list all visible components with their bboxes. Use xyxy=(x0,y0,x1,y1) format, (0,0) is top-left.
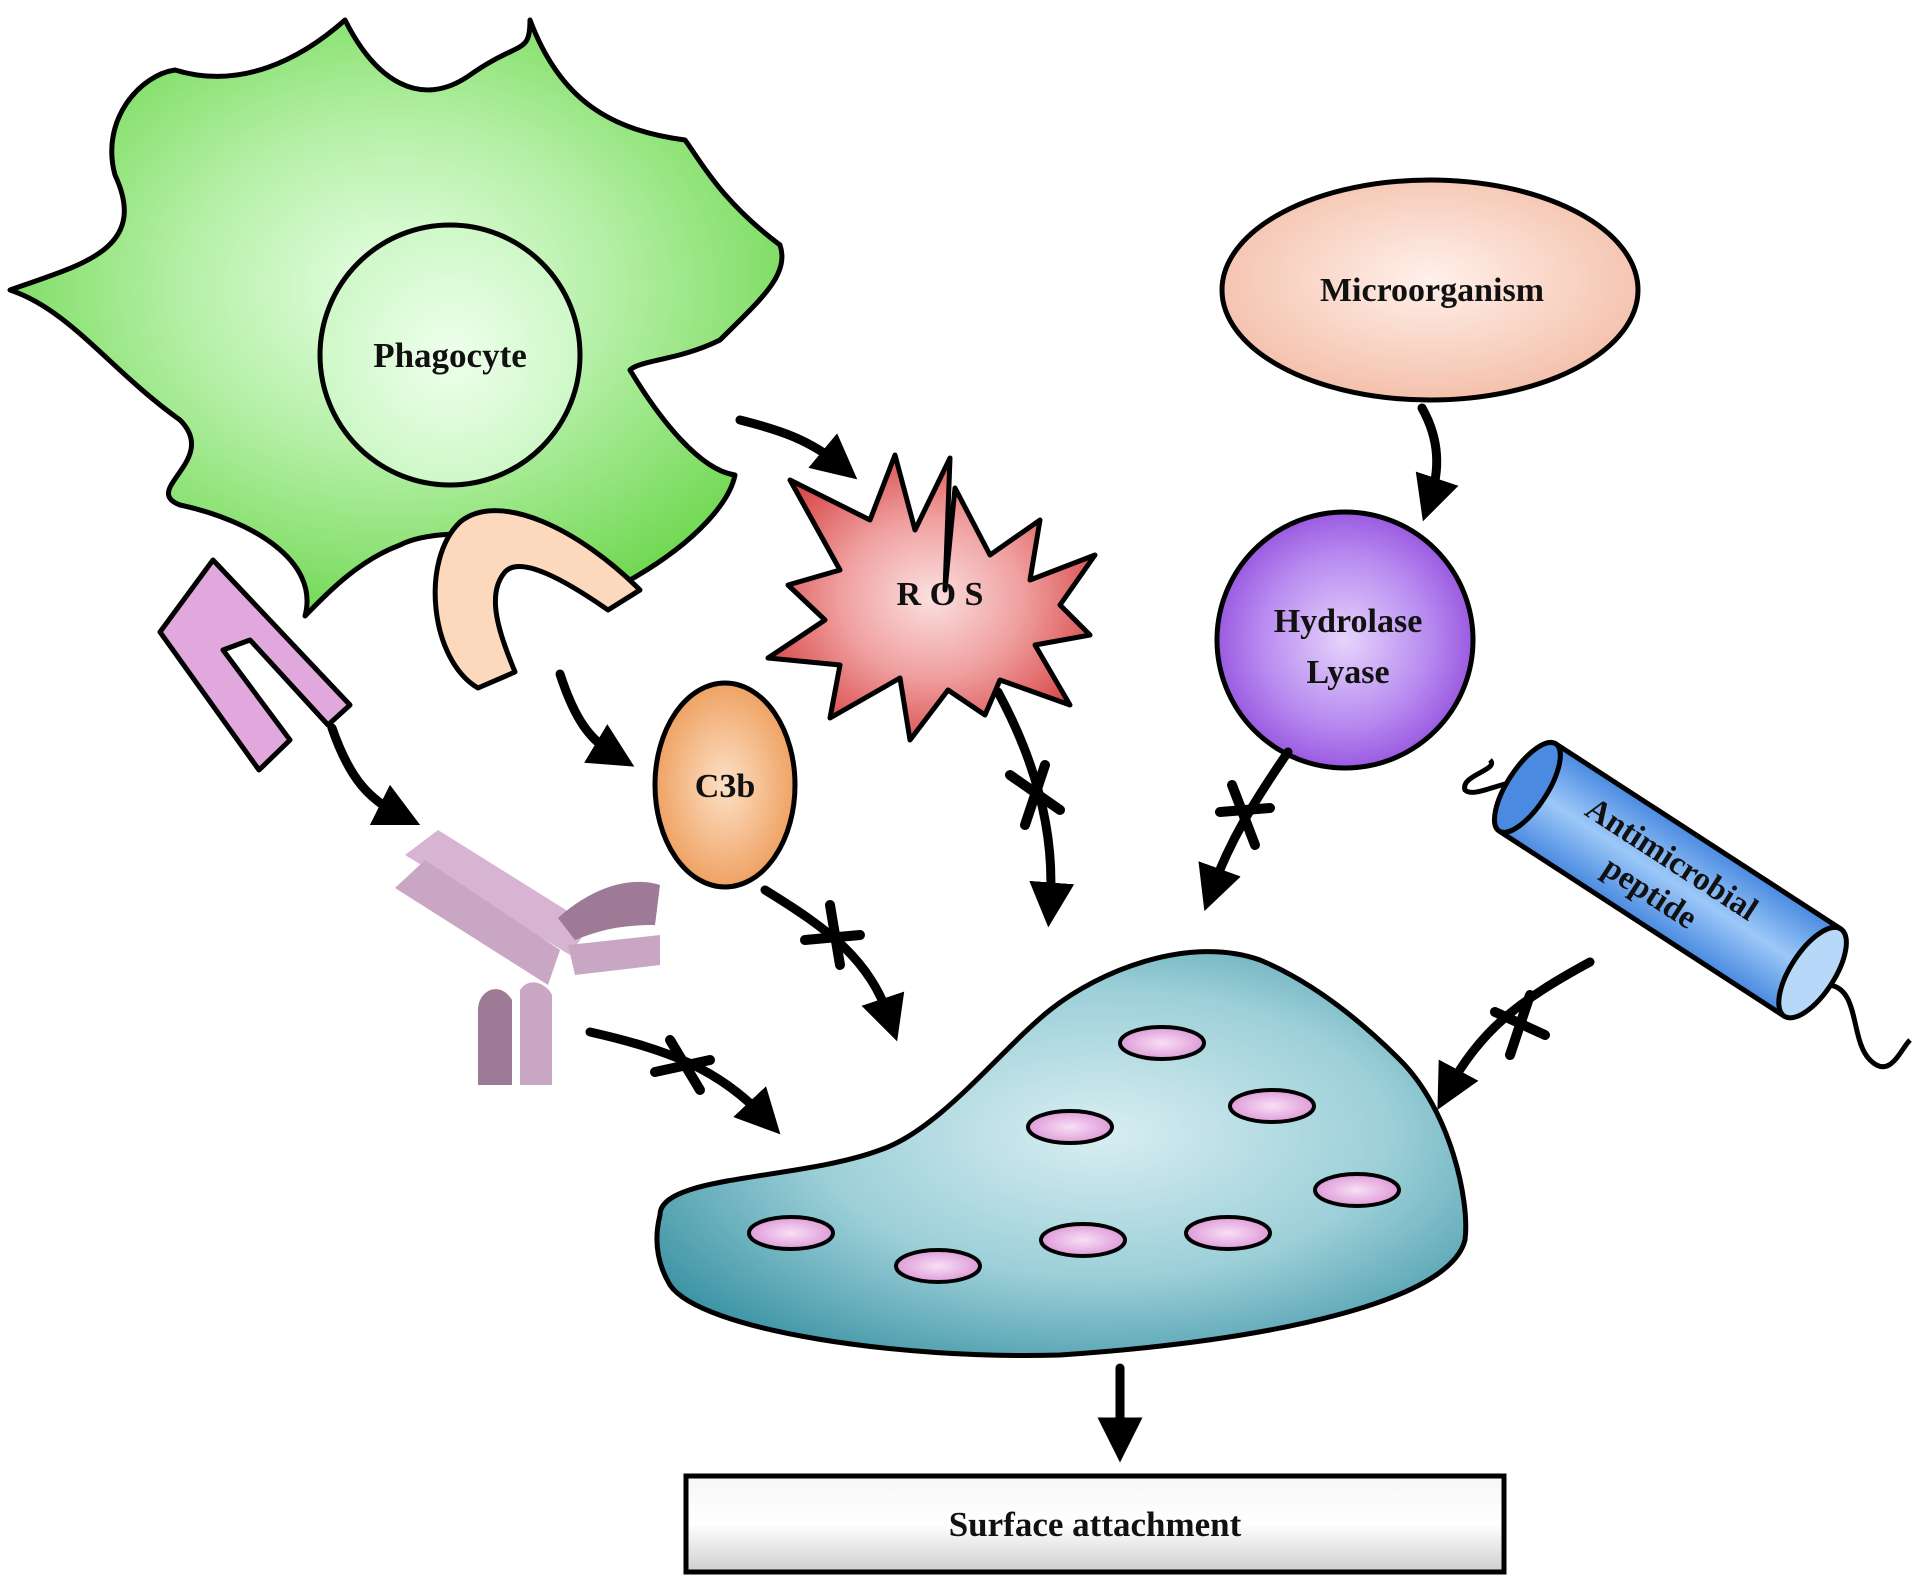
antibody-fab-dark xyxy=(558,881,660,940)
peptide-tail-right xyxy=(1829,982,1912,1070)
block-x-antibody xyxy=(650,1035,715,1095)
ros: R O S xyxy=(765,452,1098,743)
phagocyte-nucleus xyxy=(317,222,583,488)
arrow-microorganism-to-hydrolase xyxy=(1415,403,1459,522)
surface-attachment-label: Surface attachment xyxy=(949,1505,1242,1544)
phagocyte-label: Phagocyte xyxy=(373,336,527,375)
c3b: C3b xyxy=(652,680,798,890)
biofilm xyxy=(654,949,1469,1358)
arrow-receptor-to-antibody xyxy=(327,723,421,826)
block-x-c3b xyxy=(800,900,865,970)
antibody-light-arm xyxy=(395,860,560,985)
antibody xyxy=(395,830,660,1085)
hydrolase-lyase: Hydrolase Lyase xyxy=(1214,509,1476,771)
complement-receptor xyxy=(432,508,643,691)
antimicrobial-peptide: Antimicrobial peptide xyxy=(1462,739,1912,1070)
microorganism: Microorganism xyxy=(1219,177,1641,403)
biofilm-cell xyxy=(1184,1215,1272,1251)
c3b-ellipse xyxy=(652,680,798,890)
biofilm-cell xyxy=(1313,1172,1401,1208)
complement-receptor-shape xyxy=(432,508,643,691)
hydrolase-label: Hydrolase xyxy=(1274,603,1423,640)
antibody-fab-light xyxy=(568,935,660,975)
peptide-cylinder-back xyxy=(1492,739,1563,835)
ros-label: R O S xyxy=(897,576,984,613)
microorganism-label: Microorganism xyxy=(1320,272,1544,309)
biofilm-cell xyxy=(1039,1222,1127,1258)
microorganism-ellipse xyxy=(1219,177,1641,403)
block-marks xyxy=(650,760,1550,1095)
arrow-phagocyte-to-ros xyxy=(735,415,858,480)
fc-receptor-shape xyxy=(157,557,353,773)
arrow-ros-to-biofilm xyxy=(993,687,1075,928)
peptide-cylinder-face xyxy=(1776,924,1849,1021)
biofilm-cell xyxy=(894,1248,982,1284)
fc-receptor xyxy=(157,557,353,773)
lyase-label: Lyase xyxy=(1306,654,1389,691)
block-x-hydrolase xyxy=(1215,780,1275,850)
antibody-fc-light xyxy=(520,982,552,1085)
surface-attachment: Surface attachment xyxy=(683,1473,1507,1575)
arrow-c3b-to-biofilm xyxy=(760,885,905,1042)
biofilm-cell xyxy=(1228,1088,1316,1124)
biofilm-shape xyxy=(654,949,1469,1358)
antibody-fc-dark xyxy=(478,989,512,1085)
block-x-ros xyxy=(1005,760,1065,830)
phagocyte-cell: Phagocyte xyxy=(7,17,785,619)
biofilm-cell xyxy=(1118,1025,1206,1061)
antibody-heavy-arm xyxy=(405,830,590,955)
block-x-peptide xyxy=(1490,990,1550,1060)
ros-burst-shape xyxy=(765,452,1098,743)
biofilm-cell xyxy=(1026,1109,1114,1145)
surface-attachment-box xyxy=(683,1473,1507,1575)
biofilm-cell xyxy=(747,1215,835,1251)
hydrolase-circle xyxy=(1214,509,1476,771)
arrow-receptor-to-c3b xyxy=(555,669,635,767)
c3b-label: C3b xyxy=(695,768,755,805)
